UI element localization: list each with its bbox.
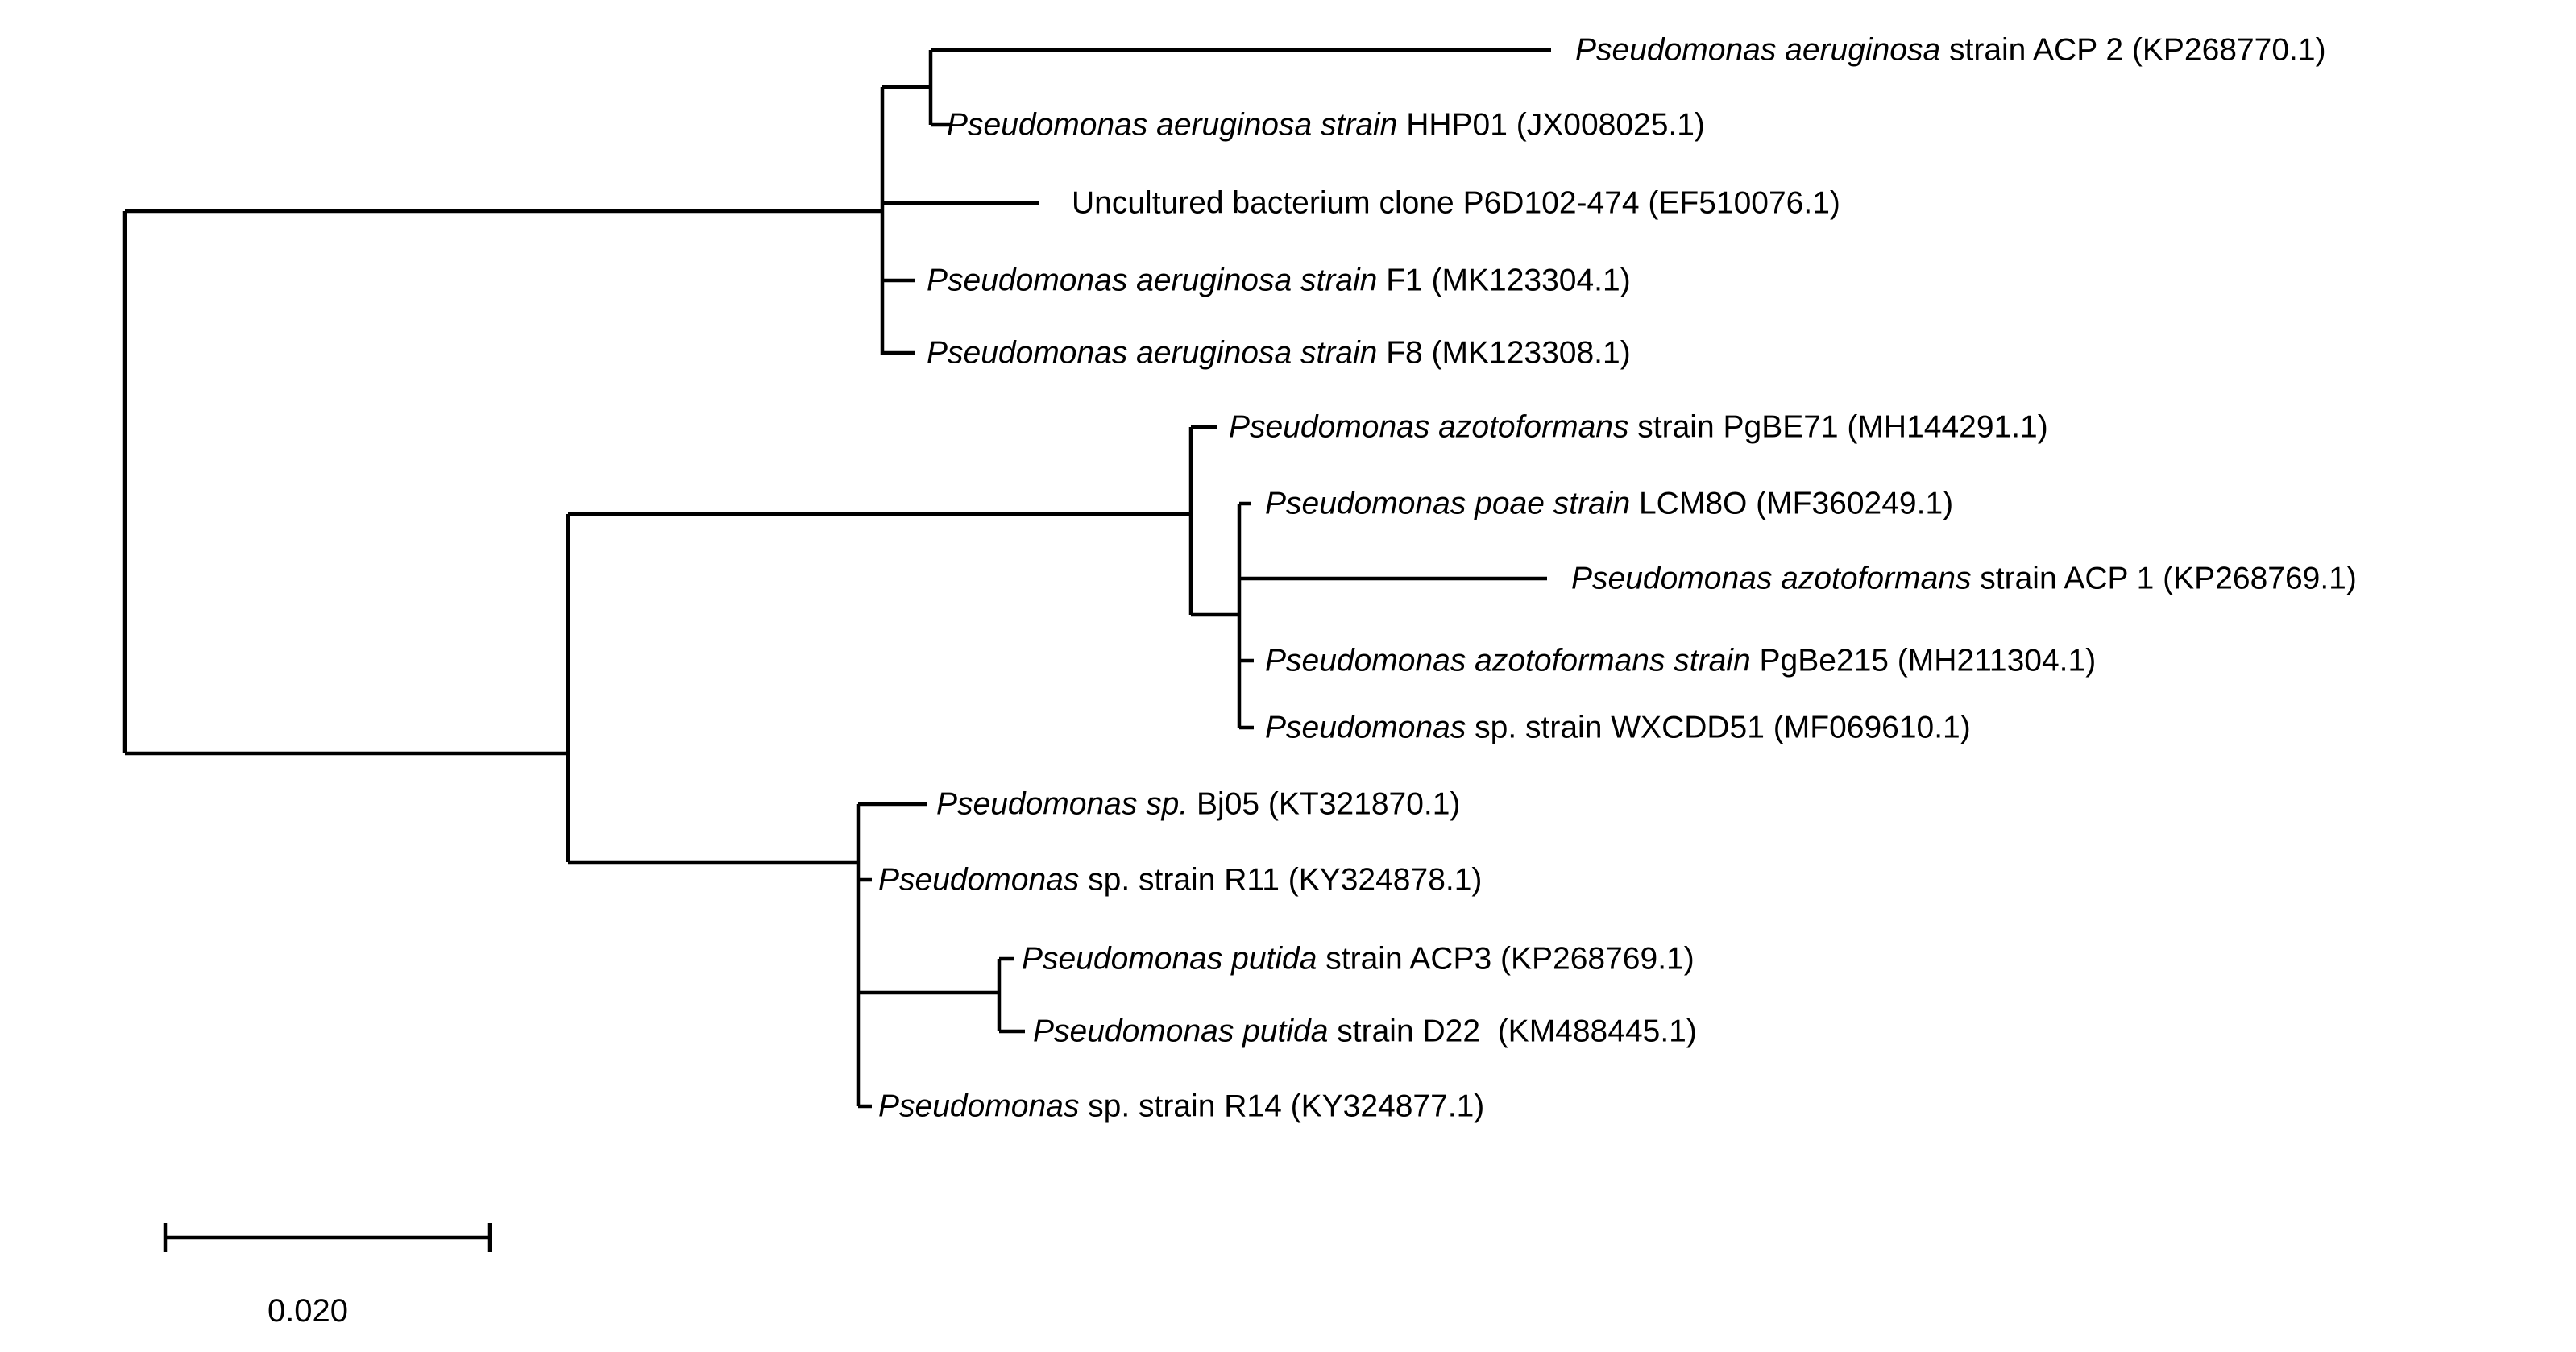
taxon-strain-accession: sp. strain WXCDD51 (MF069610.1) bbox=[1466, 710, 1971, 745]
taxon-strain-accession: strain PgBE71 (MH144291.1) bbox=[1628, 409, 2048, 445]
taxon-strain-accession: strain D22 (KM488445.1) bbox=[1328, 1014, 1697, 1049]
taxon-species-name: Pseudomonas poae strain bbox=[1265, 486, 1631, 521]
taxon-strain-accession: Uncultured bacterium clone P6D102-474 (E… bbox=[1072, 185, 1840, 221]
taxon-species-name: Pseudomonas putida bbox=[1022, 941, 1317, 977]
taxon-label-f1: Pseudomonas aeruginosa strain F1 (MK1233… bbox=[927, 265, 1631, 297]
taxon-label-lcm8o: Pseudomonas poae strain LCM8O (MF360249.… bbox=[1265, 488, 1953, 520]
taxon-species-name: Pseudomonas azotoformans bbox=[1229, 409, 1629, 445]
taxon-label-acp2: Pseudomonas aeruginosa strain ACP 2 (KP2… bbox=[1575, 35, 2326, 66]
taxon-strain-accession: sp. strain R14 (KY324877.1) bbox=[1079, 1089, 1485, 1124]
taxon-species-name: Pseudomonas aeruginosa strain bbox=[927, 263, 1378, 298]
taxon-label-pgbe215: Pseudomonas azotoformans strain PgBe215 … bbox=[1265, 645, 2096, 677]
taxon-species-name: Pseudomonas azotoformans strain bbox=[1265, 643, 1751, 678]
taxon-label-acp3: Pseudomonas putida strain ACP3 (KP268769… bbox=[1022, 943, 1695, 975]
taxon-label-acp1: Pseudomonas azotoformans strain ACP 1 (K… bbox=[1571, 563, 2357, 595]
taxon-strain-accession: F8 (MK123308.1) bbox=[1377, 335, 1631, 371]
taxon-strain-accession: strain ACP3 (KP268769.1) bbox=[1317, 941, 1695, 977]
taxon-strain-accession: F1 (MK123304.1) bbox=[1377, 263, 1631, 298]
taxon-label-hhp01: Pseudomonas aeruginosa strain HHP01 (JX0… bbox=[947, 110, 1705, 141]
taxon-label-d22: Pseudomonas putida strain D22 (KM488445.… bbox=[1033, 1016, 1697, 1047]
taxon-species-name: Pseudomonas putida bbox=[1033, 1014, 1329, 1049]
taxon-strain-accession: PgBe215 (MH211304.1) bbox=[1750, 643, 2097, 678]
taxon-label-pgbe71: Pseudomonas azotoformans strain PgBE71 (… bbox=[1229, 412, 2048, 443]
taxon-strain-accession: strain ACP 1 (KP268769.1) bbox=[1971, 561, 2357, 596]
scale-bar-label: 0.020 bbox=[267, 1293, 349, 1329]
taxon-label-f8: Pseudomonas aeruginosa strain F8 (MK1233… bbox=[927, 338, 1631, 369]
taxon-strain-accession: sp. strain R11 (KY324878.1) bbox=[1079, 862, 1483, 898]
taxon-species-name: Pseudomonas sp. bbox=[936, 786, 1188, 822]
taxon-strain-accession: LCM8O (MF360249.1) bbox=[1630, 486, 1954, 521]
taxon-label-r14: Pseudomonas sp. strain R14 (KY324877.1) bbox=[878, 1091, 1484, 1122]
taxon-strain-accession: strain ACP 2 (KP268770.1) bbox=[1940, 32, 2326, 68]
taxon-strain-accession: Bj05 (KT321870.1) bbox=[1188, 786, 1461, 822]
taxon-species-name: Pseudomonas aeruginosa strain bbox=[947, 107, 1398, 143]
taxon-label-r11: Pseudomonas sp. strain R11 (KY324878.1) bbox=[878, 865, 1482, 896]
taxon-label-bj05: Pseudomonas sp. Bj05 (KT321870.1) bbox=[936, 789, 1460, 820]
taxon-strain-accession: HHP01 (JX008025.1) bbox=[1397, 107, 1705, 143]
taxon-label-uncultured: Uncultured bacterium clone P6D102-474 (E… bbox=[1072, 188, 1840, 219]
taxon-label-wxcdd51: Pseudomonas sp. strain WXCDD51 (MF069610… bbox=[1265, 712, 1971, 744]
taxon-species-name: Pseudomonas bbox=[1265, 710, 1466, 745]
taxon-species-name: Pseudomonas aeruginosa bbox=[1575, 32, 1941, 68]
taxon-species-name: Pseudomonas bbox=[878, 1089, 1080, 1124]
taxon-species-name: Pseudomonas bbox=[878, 862, 1080, 898]
taxon-species-name: Pseudomonas aeruginosa strain bbox=[927, 335, 1378, 371]
taxon-species-name: Pseudomonas azotoformans bbox=[1571, 561, 1972, 596]
